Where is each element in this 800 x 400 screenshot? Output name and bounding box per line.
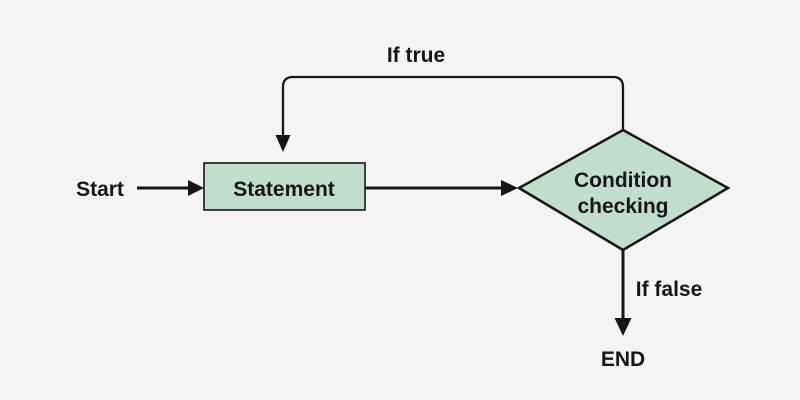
edge-label-if-false: If false: [636, 278, 703, 301]
arrowhead-into-statement-left: [188, 180, 204, 196]
edge-label-if-true: If true: [387, 44, 445, 67]
node-statement: Statement: [203, 162, 366, 211]
node-condition: Condition checking: [516, 128, 731, 252]
node-condition-label-line2: checking: [577, 195, 668, 218]
node-statement-label: Statement: [233, 178, 335, 201]
node-start-label: Start: [76, 178, 124, 201]
statement-box: [203, 162, 366, 211]
edge-false-to-end: If false: [614, 250, 703, 336]
node-end: END: [601, 348, 645, 371]
edge-true-loopback: If true: [275, 44, 625, 152]
arrowhead-into-condition-left: [501, 180, 518, 196]
condition-diamond: [516, 128, 731, 252]
edge-loopback-path: [281, 75, 625, 137]
arrowhead-into-statement-top: [275, 135, 291, 152]
node-condition-label-line1: Condition: [574, 169, 672, 192]
edge-start-to-statement: [137, 180, 204, 196]
node-start: Start: [76, 178, 124, 201]
node-end-label: END: [601, 348, 645, 371]
arrowhead-into-end: [614, 318, 632, 336]
edge-statement-to-condition: [365, 180, 518, 196]
